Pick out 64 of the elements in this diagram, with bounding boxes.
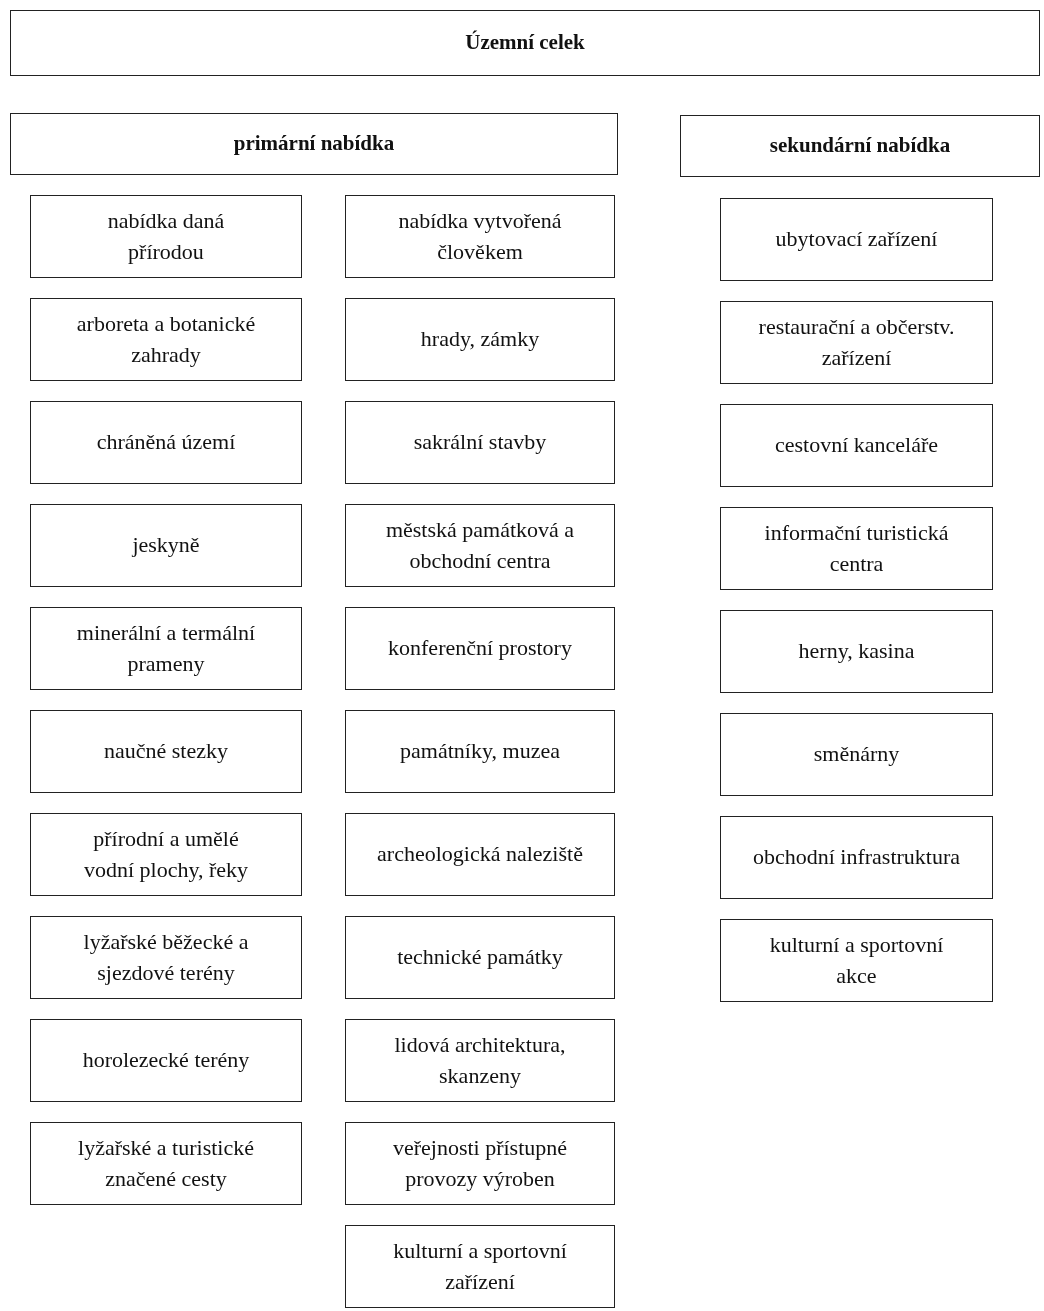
category-box — [30, 916, 302, 999]
box-label: nabídka daná přírodou — [106, 206, 226, 266]
box-label: sekundární nabídka — [769, 132, 951, 160]
box-label: arboreta a botanické zahrady — [75, 309, 257, 369]
box-label: obchodní infrastruktura — [752, 843, 961, 872]
box-label: jeskyně — [132, 531, 200, 560]
heading-box — [10, 10, 1040, 76]
box-label: směnárny — [813, 740, 900, 769]
box-label: cestovní kanceláře — [774, 431, 939, 460]
box-label: lidová architektura, skanzeny — [393, 1030, 567, 1090]
category-box — [720, 610, 993, 693]
box-label: lyžařské a turistické značené cesty — [77, 1133, 255, 1193]
box-label: kulturní a sportovní zařízení — [392, 1236, 568, 1296]
box-label: městská památková a obchodní centra — [384, 515, 576, 575]
category-box — [30, 504, 302, 587]
category-box — [30, 1122, 302, 1205]
category-box — [720, 507, 993, 590]
box-label: přírodní a umělé vodní plochy, řeky — [82, 824, 250, 884]
box-label: minerální a termální prameny — [75, 618, 257, 678]
category-box — [345, 916, 615, 999]
box-label: sakrální stavby — [413, 428, 547, 457]
box-label: ubytovací zařízení — [775, 225, 938, 254]
category-box — [30, 401, 302, 484]
box-label: archeologická naleziště — [377, 840, 583, 869]
category-box — [720, 301, 993, 384]
category-box — [345, 710, 615, 793]
box-label: památníky, muzea — [400, 737, 560, 766]
category-box — [30, 1019, 302, 1102]
category-box — [720, 198, 993, 281]
category-box — [720, 404, 993, 487]
category-box — [30, 607, 302, 690]
box-label: restaurační a občerstv. zařízení — [757, 312, 956, 372]
box-label: Územní celek — [465, 29, 585, 57]
box-label: informační turistická centra — [763, 518, 950, 578]
category-box — [345, 401, 615, 484]
box-label: chráněná území — [96, 428, 236, 457]
box-label: kulturní a sportovní akce — [768, 930, 945, 990]
box-label: nabídka vytvořená člověkem — [397, 206, 563, 266]
heading-box — [10, 113, 618, 175]
category-box — [345, 607, 615, 690]
heading-box — [680, 115, 1040, 177]
box-label: horolezecké terény — [82, 1046, 250, 1075]
category-box — [720, 919, 993, 1002]
category-box — [345, 504, 615, 587]
box-label: naučné stezky — [104, 737, 228, 766]
box-label: technické památky — [397, 943, 563, 972]
box-label: veřejnosti přístupné provozy výroben — [391, 1133, 569, 1193]
category-box — [30, 195, 302, 278]
box-label: primární nabídka — [233, 130, 395, 158]
category-box — [30, 298, 302, 381]
category-box — [345, 195, 615, 278]
category-box — [345, 1225, 615, 1308]
category-box — [345, 1122, 615, 1205]
category-box — [345, 813, 615, 896]
box-label: lyžařské běžecké a sjezdové terény — [82, 927, 250, 987]
category-box — [345, 298, 615, 381]
category-box — [30, 813, 302, 896]
category-box — [720, 816, 993, 899]
category-box — [345, 1019, 615, 1102]
category-box — [30, 710, 302, 793]
category-box — [720, 713, 993, 796]
box-label: herny, kasina — [798, 637, 915, 666]
box-label: hrady, zámky — [420, 325, 540, 354]
box-label: konferenční prostory — [388, 634, 572, 663]
